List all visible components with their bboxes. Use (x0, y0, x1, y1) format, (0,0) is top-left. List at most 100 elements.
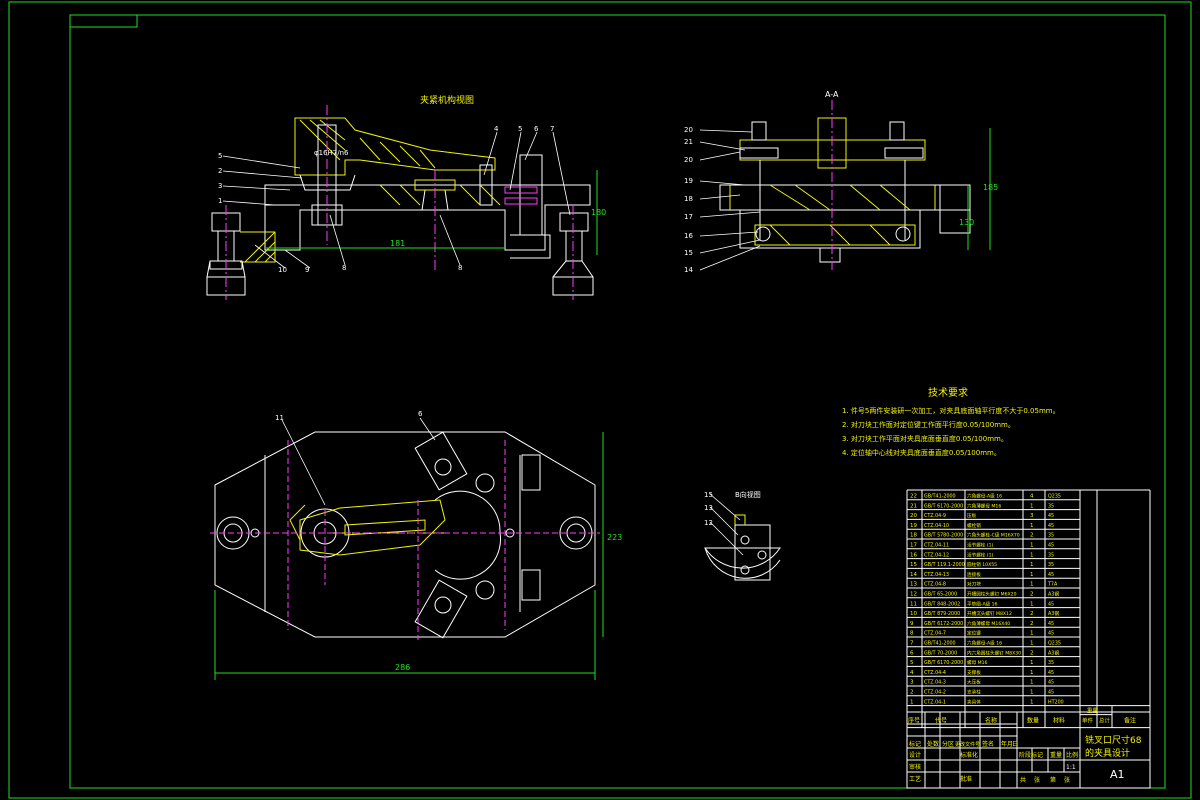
bom-row-9-name: 对刀块 (967, 581, 981, 588)
bom-row-0-material: Q235 (1048, 494, 1061, 500)
bom-row-5-name: 活节螺栓 (1) (967, 542, 994, 549)
bom-row-21-qty: 1 (1030, 699, 1034, 705)
bom-row-6-code: CTZ.04-12 (924, 552, 949, 558)
bom-row-19-material: 45 (1048, 680, 1054, 686)
bom-row-1-code: GB/T 6170-2000 (924, 503, 963, 509)
view-title-left: 夹紧机构视图 (420, 94, 474, 106)
bom-row-1-qty: 1 (1030, 503, 1034, 509)
sheet-border (8, 1, 1192, 799)
bom-row-16-material: A3钢 (1048, 649, 1059, 656)
bom-row-19-code: CTZ.04-3 (924, 680, 946, 686)
bom-row-11-no: 11 (910, 601, 917, 607)
scale: 1:1 (1066, 764, 1076, 771)
bom-row-1-name: 六角薄螺母 M16 (967, 502, 1001, 509)
front-view-leaders (222, 131, 571, 269)
bom-row-9-material: T7A (1047, 582, 1058, 588)
bom-row-8-material: 45 (1048, 572, 1054, 578)
bom-row-1-material: 35 (1048, 503, 1054, 509)
bom-row-2-material: 45 (1048, 513, 1054, 519)
title-line-1: 铣叉口尺寸68 (1085, 734, 1142, 746)
bom-row-8-qty: 1 (1030, 572, 1034, 578)
bom-row-20-material: 45 (1048, 690, 1054, 696)
tech-req-item-2: 3. 对刀块工作平面对夹具底面垂直度0.05/100mm。 (842, 434, 1008, 443)
title-block (906, 711, 1151, 789)
callout-bottom-2: 8 (342, 264, 346, 272)
bom-row-8-code: CTZ.04-13 (924, 572, 949, 578)
tech-req-item-0: 1. 件号5两件安装研一次加工，对夹具底面轴平行度不大于0.05mm。 (842, 406, 1060, 415)
bom-header-no: 序号 (908, 717, 920, 725)
tb-process: 工艺 (909, 775, 921, 783)
side-view-dimensions (967, 128, 991, 250)
callout-top-0: 4 (494, 125, 499, 133)
fit-annotation: φ16H7/n6 (314, 149, 349, 157)
bom-row-13-qty: 2 (1030, 621, 1034, 627)
front-section-view[interactable] (206, 117, 594, 296)
bom-row-10-material: A3钢 (1048, 591, 1059, 598)
callout-plan-0: 11 (275, 414, 284, 422)
bom-row-17-material: 35 (1048, 660, 1054, 666)
bom-row-7-no: 15 (910, 562, 917, 568)
bom-header-total: 总计 (1099, 717, 1111, 725)
tech-req-item-3: 4. 定位轴中心线对夹具底面垂直度0.05/100mm。 (842, 448, 1001, 457)
tb-sheet-0: 共 (1020, 776, 1026, 784)
dim-right-height-2: 130 (959, 218, 974, 227)
bom-row-5-qty: 1 (1030, 543, 1034, 549)
bom-row-18-qty: 1 (1030, 670, 1034, 676)
bom-row-11-qty: 1 (1030, 601, 1034, 607)
callout-top-2: 6 (534, 125, 539, 133)
dim-top-height: 180 (591, 208, 606, 217)
plan-hidden-lines (210, 440, 600, 640)
bom-row-7-material: 35 (1048, 562, 1054, 568)
bom-row-14-qty: 1 (1030, 631, 1034, 637)
tb-sheet-1: 张 (1034, 776, 1040, 784)
bom-row-21-material: HT200 (1048, 699, 1064, 705)
bom-row-18-name: 支撑板 (967, 669, 981, 676)
plan-dimensions (214, 432, 604, 680)
bom-row-6-material: 35 (1048, 552, 1054, 558)
bom-row-2-no: 20 (910, 513, 917, 519)
bom-row-5-no: 17 (910, 543, 917, 549)
bom-row-10-code: GB/T 65-2000 (924, 592, 957, 598)
callout-bottom-1: 9 (305, 266, 309, 274)
bom-row-11-code: GB/T 848-2002 (924, 601, 960, 607)
tb-role-6: 月 (1007, 741, 1013, 748)
callout-left-0: 5 (218, 152, 222, 160)
bom-row-20-name: 支承柱 (967, 689, 981, 696)
bom-row-19-name: 大压板 (967, 679, 981, 686)
bom-row-3-code: CTZ.04-10 (924, 523, 949, 529)
bom-row-19-qty: 1 (1030, 680, 1034, 686)
callout-right-5: 17 (684, 213, 693, 221)
plan-workpiece-outline (289, 499, 450, 556)
dim-top-length: 181 (390, 239, 405, 248)
tb-approve: 批准 (960, 775, 972, 783)
bom-row-0-name: 六角螺母-A级 16 (967, 493, 1002, 500)
bom-row-7-name: 圆柱销 10X55 (967, 561, 997, 568)
bom-row-12-material: A3钢 (1048, 610, 1059, 617)
small-detail-view[interactable] (704, 514, 781, 581)
small-view-leaders (709, 493, 744, 556)
tech-req-title: 技术要求 (928, 386, 968, 399)
bom-row-6-name: 活节螺栓 (1) (967, 551, 994, 558)
bom-row-13-material: 45 (1048, 621, 1054, 627)
front-view-centerlines (225, 105, 574, 300)
bom-row-20-no: 2 (910, 690, 914, 696)
dim-right-height-1: 185 (983, 183, 998, 192)
bom-header-name: 名称 (985, 717, 997, 725)
callout-plan-1: 6 (418, 410, 423, 418)
callout-top-1: 5 (518, 125, 522, 133)
bom-row-13-name: 六角薄螺母 M16X40 (967, 620, 1010, 627)
bom-row-2-name: 压板 (967, 512, 977, 519)
bom-row-15-code: GB/T41-2000 (924, 641, 956, 647)
bom-row-20-code: CTZ.04-2 (924, 690, 946, 696)
side-view-leaders (699, 129, 761, 271)
callout-right-4: 18 (684, 195, 693, 203)
bom-row-10-no: 12 (910, 592, 917, 598)
bom-row-16-code: GB/T 70-2000 (924, 650, 957, 656)
view-title-right: A-A (825, 90, 839, 99)
bom-row-5-material: 45 (1048, 543, 1054, 549)
callout-right-2: 20 (684, 156, 693, 164)
plan-view[interactable] (214, 431, 596, 639)
bom-row-12-qty: 2 (1030, 611, 1034, 617)
bom-row-6-no: 16 (910, 552, 917, 558)
